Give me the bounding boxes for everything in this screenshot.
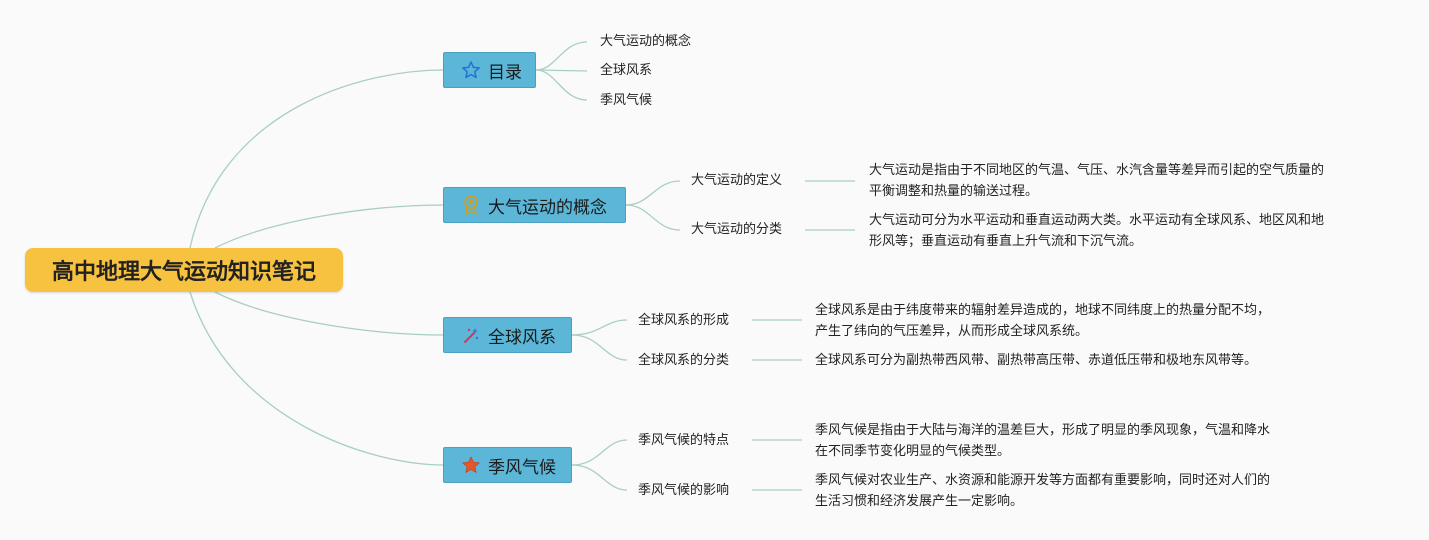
root-to-concept-line — [214, 204, 445, 249]
topic-monsoon-label: 季风气候 — [488, 457, 556, 478]
topic-wind[interactable]: 全球风系 — [443, 317, 572, 353]
toc-item-1-line — [535, 41, 588, 71]
detail-line: 大气运动可分为水平运动和垂直运动两大类。水平运动有全球风系、地区风和地 — [869, 213, 1325, 228]
detail-line: 在不同季节变化明显的气候类型。 — [815, 444, 1011, 459]
toc-item[interactable]: 大气运动的概念 — [600, 34, 692, 49]
topic-wind-label: 全球风系 — [488, 327, 556, 348]
detail-line: 季风气候是指由于大陆与海洋的温差巨大，形成了明显的季风现象，气温和降水 — [815, 423, 1271, 438]
toc-item[interactable]: 全球风系 — [600, 63, 653, 78]
wind-detail: 全球风系是由于纬度带来的辐射差异造成的，地球不同纬度上的热量分配不均， 产生了纬… — [815, 300, 1270, 342]
wind-child-label[interactable]: 全球风系的形成 — [638, 313, 730, 328]
detail-line: 生活习惯和经济发展产生一定影响。 — [815, 494, 1024, 509]
concept-child-1-line — [625, 180, 681, 206]
star-outline-icon — [460, 59, 482, 81]
monsoon-detail: 季风气候是指由于大陆与海洋的温差巨大，形成了明显的季风现象，气温和降水 在不同季… — [815, 420, 1270, 462]
concept-child-label[interactable]: 大气运动的分类 — [691, 222, 783, 237]
concept-child-label[interactable]: 大气运动的定义 — [691, 173, 783, 188]
detail-line: 全球风系是由于纬度带来的辐射差异造成的，地球不同纬度上的热量分配不均， — [815, 303, 1271, 318]
wind-child-2-line — [571, 334, 628, 361]
topic-toc[interactable]: 目录 — [443, 52, 536, 88]
root-node[interactable]: 高中地理大气运动知识笔记 — [25, 248, 343, 292]
root-to-wind-line — [214, 291, 445, 336]
detail-line: 平衡调整和热量的输送过程。 — [869, 184, 1039, 199]
root-title: 高中地理大气运动知识笔记 — [51, 260, 316, 285]
medal-icon — [460, 194, 482, 216]
monsoon-child-label[interactable]: 季风气候的影响 — [638, 483, 730, 498]
toc-item[interactable]: 季风气候 — [600, 93, 653, 108]
topic-toc-label: 目录 — [488, 62, 522, 83]
monsoon-detail: 季风气候对农业生产、水资源和能源开发等方面都有重要影响，同时还对人们的 生活习惯… — [815, 470, 1270, 512]
topic-monsoon[interactable]: 季风气候 — [443, 447, 572, 483]
detail-line: 大气运动是指由于不同地区的气温、气压、水汽含量等差异而引起的空气质量的 — [869, 163, 1325, 178]
detail-line: 形风等；垂直运动有垂直上升气流和下沉气流。 — [869, 234, 1143, 249]
wind-detail: 全球风系可分为副热带西风带、副热带高压带、赤道低压带和极地东风带等。 — [815, 350, 1257, 371]
detail-line: 全球风系可分为副热带西风带、副热带高压带、赤道低压带和极地东风带等。 — [815, 353, 1258, 368]
root-to-monsoon-line — [189, 291, 445, 466]
magic-wand-icon — [460, 324, 482, 346]
monsoon-child-1-line — [571, 439, 628, 466]
concept-detail: 大气运动是指由于不同地区的气温、气压、水汽含量等差异而引起的空气质量的 平衡调整… — [869, 160, 1324, 202]
toc-item-3-line — [535, 69, 588, 101]
monsoon-child-label[interactable]: 季风气候的特点 — [638, 433, 730, 448]
toc-item-2-line — [535, 69, 588, 72]
topic-concept[interactable]: 大气运动的概念 — [443, 187, 626, 223]
root-to-toc-line — [189, 69, 445, 249]
star-filled-icon — [460, 454, 482, 476]
wind-child-label[interactable]: 全球风系的分类 — [638, 353, 730, 368]
concept-detail: 大气运动可分为水平运动和垂直运动两大类。水平运动有全球风系、地区风和地 形风等；… — [869, 210, 1324, 252]
detail-line: 产生了纬向的气压差异，从而形成全球风系统。 — [815, 324, 1089, 339]
detail-line: 季风气候对农业生产、水资源和能源开发等方面都有重要影响，同时还对人们的 — [815, 473, 1271, 488]
wind-child-1-line — [571, 319, 628, 336]
topic-concept-label: 大气运动的概念 — [488, 197, 607, 218]
concept-child-2-line — [625, 204, 681, 231]
monsoon-child-2-line — [571, 464, 628, 491]
